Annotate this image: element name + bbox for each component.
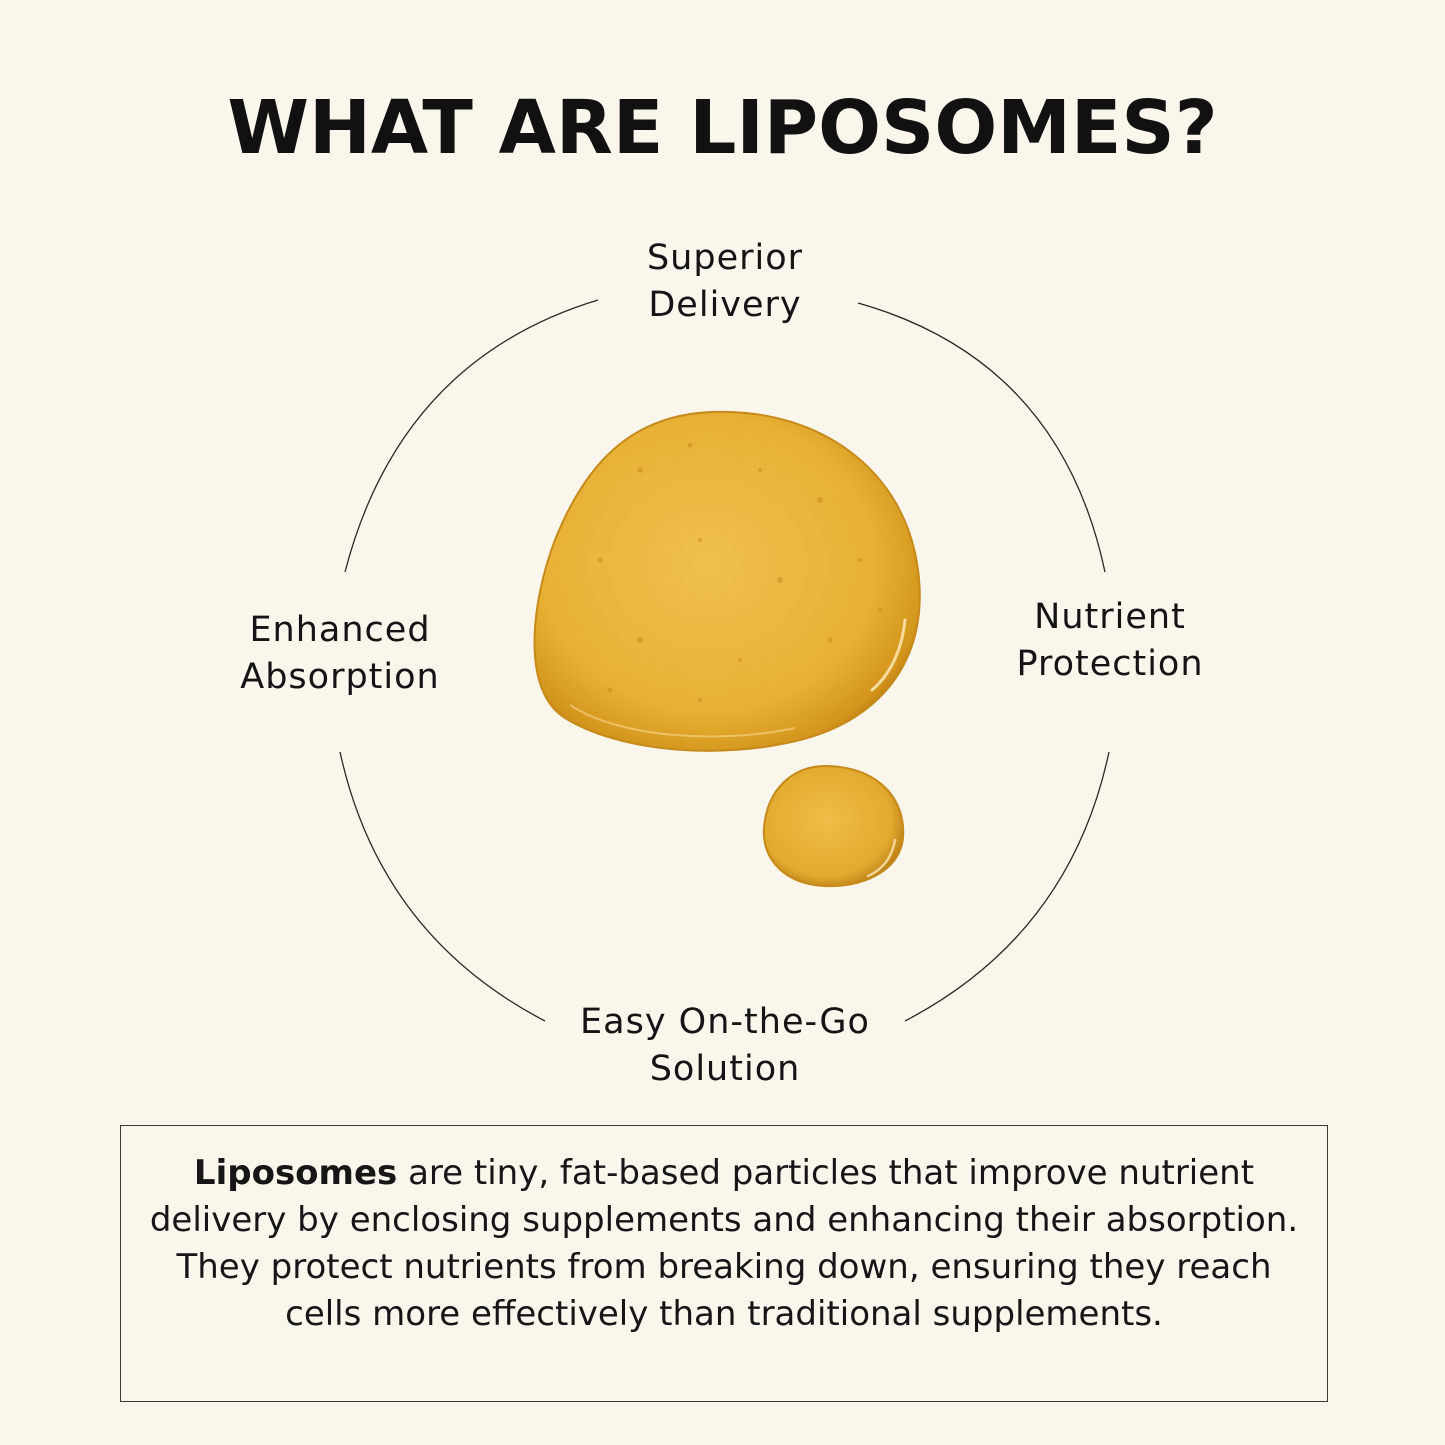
benefit-line: Enhanced xyxy=(249,610,431,650)
benefit-line: Solution xyxy=(649,1049,801,1089)
benefit-line: Protection xyxy=(1016,644,1204,684)
small-drop xyxy=(762,764,905,888)
small-drop-highlight xyxy=(866,838,897,878)
ring-arc-bottom-left xyxy=(339,751,546,1022)
benefit-easy-solution: Easy On-the-Go Solution xyxy=(545,999,905,1093)
benefit-line: Delivery xyxy=(648,285,802,325)
ring-arc-bottom-right xyxy=(904,751,1110,1022)
benefit-line: Easy On-the-Go xyxy=(580,1002,870,1042)
benefit-enhanced-absorption: Enhanced Absorption xyxy=(190,607,490,701)
benefit-nutrient-protection: Nutrient Protection xyxy=(960,594,1260,688)
description-lead: Liposomes xyxy=(193,1153,398,1193)
drop-bubbles xyxy=(597,442,882,702)
ring-arc-top-right xyxy=(857,302,1106,573)
benefit-line: Nutrient xyxy=(1034,597,1186,637)
description-text: are tiny, fat-based particles that impro… xyxy=(149,1153,1299,1334)
large-drop-rim xyxy=(569,704,796,738)
benefit-line: Superior xyxy=(646,238,804,278)
page-title: WHAT ARE LIPOSOMES? xyxy=(227,85,1218,171)
large-drop xyxy=(533,410,921,752)
ring-arc-top-left xyxy=(344,299,599,573)
description-box: Liposomes are tiny, fat-based particles … xyxy=(120,1125,1328,1402)
benefit-line: Absorption xyxy=(240,657,440,697)
benefit-superior-delivery: Superior Delivery xyxy=(575,235,875,329)
large-drop-highlight xyxy=(870,618,907,692)
